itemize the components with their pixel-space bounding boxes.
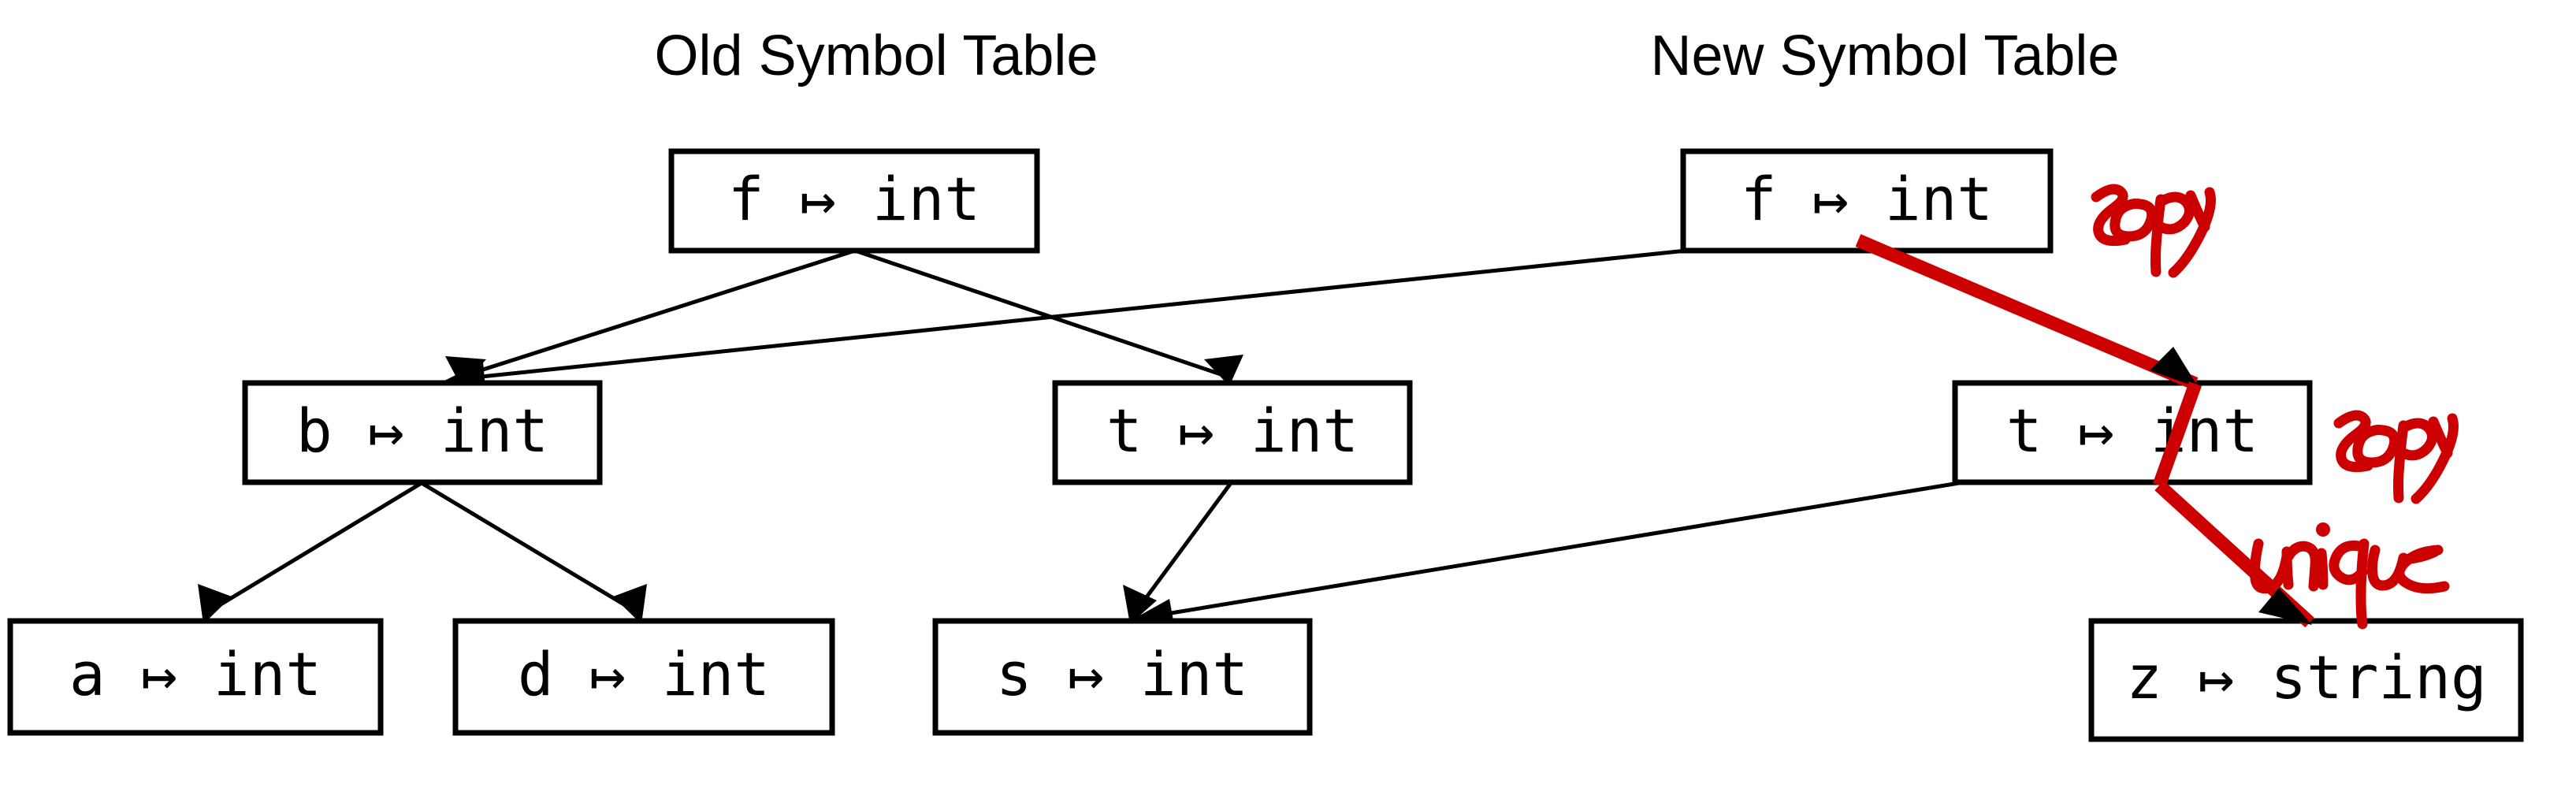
node-old-t-label: t ↦ int (1106, 396, 1359, 466)
edge-old-f-to-old-b (445, 248, 856, 386)
old-symbol-table-title: Old Symbol Table (655, 24, 1098, 87)
edge-new-f-to-new-t-red (1855, 234, 2199, 390)
node-old-b-label: b ↦ int (296, 396, 548, 466)
node-new-f[interactable]: f ↦ int (1680, 148, 2054, 254)
node-old-a-label: a ↦ int (69, 639, 322, 709)
node-old-f-label: f ↦ int (728, 164, 980, 234)
node-new-t-label: t ↦ int (2006, 396, 2258, 466)
new-symbol-table-title: New Symbol Table (1651, 24, 2120, 87)
edge-new-t-to-old-s (1128, 481, 1960, 625)
node-new-t[interactable]: t ↦ int (1952, 380, 2313, 485)
node-old-d[interactable]: d ↦ int (452, 618, 835, 736)
node-old-d-label: d ↦ int (518, 639, 770, 709)
node-old-a[interactable]: a ↦ int (7, 618, 384, 736)
node-old-s-label: s ↦ int (996, 639, 1248, 709)
annot-unique: unique (2250, 522, 2450, 630)
node-old-s[interactable]: s ↦ int (932, 618, 1313, 736)
edge-new-t-to-new-z-red (2154, 480, 2314, 628)
edge-old-t-to-old-s (1123, 481, 1233, 624)
node-new-f-label: f ↦ int (1741, 164, 1993, 234)
node-old-f[interactable]: f ↦ int (668, 148, 1040, 254)
node-new-z-label: z ↦ string (2126, 642, 2487, 712)
node-new-z[interactable]: z ↦ string (2088, 618, 2524, 742)
annot-copy-2: copy (2333, 410, 2459, 504)
annot-copy-1: copy (2091, 184, 2216, 278)
edge-old-f-to-old-t (854, 248, 1243, 386)
edge-red-through-new-t (2152, 381, 2202, 488)
node-old-b[interactable]: b ↦ int (242, 380, 603, 485)
edge-old-b-to-old-a (198, 481, 423, 624)
node-old-t[interactable]: t ↦ int (1052, 380, 1413, 485)
edge-old-b-to-old-d (420, 481, 647, 624)
